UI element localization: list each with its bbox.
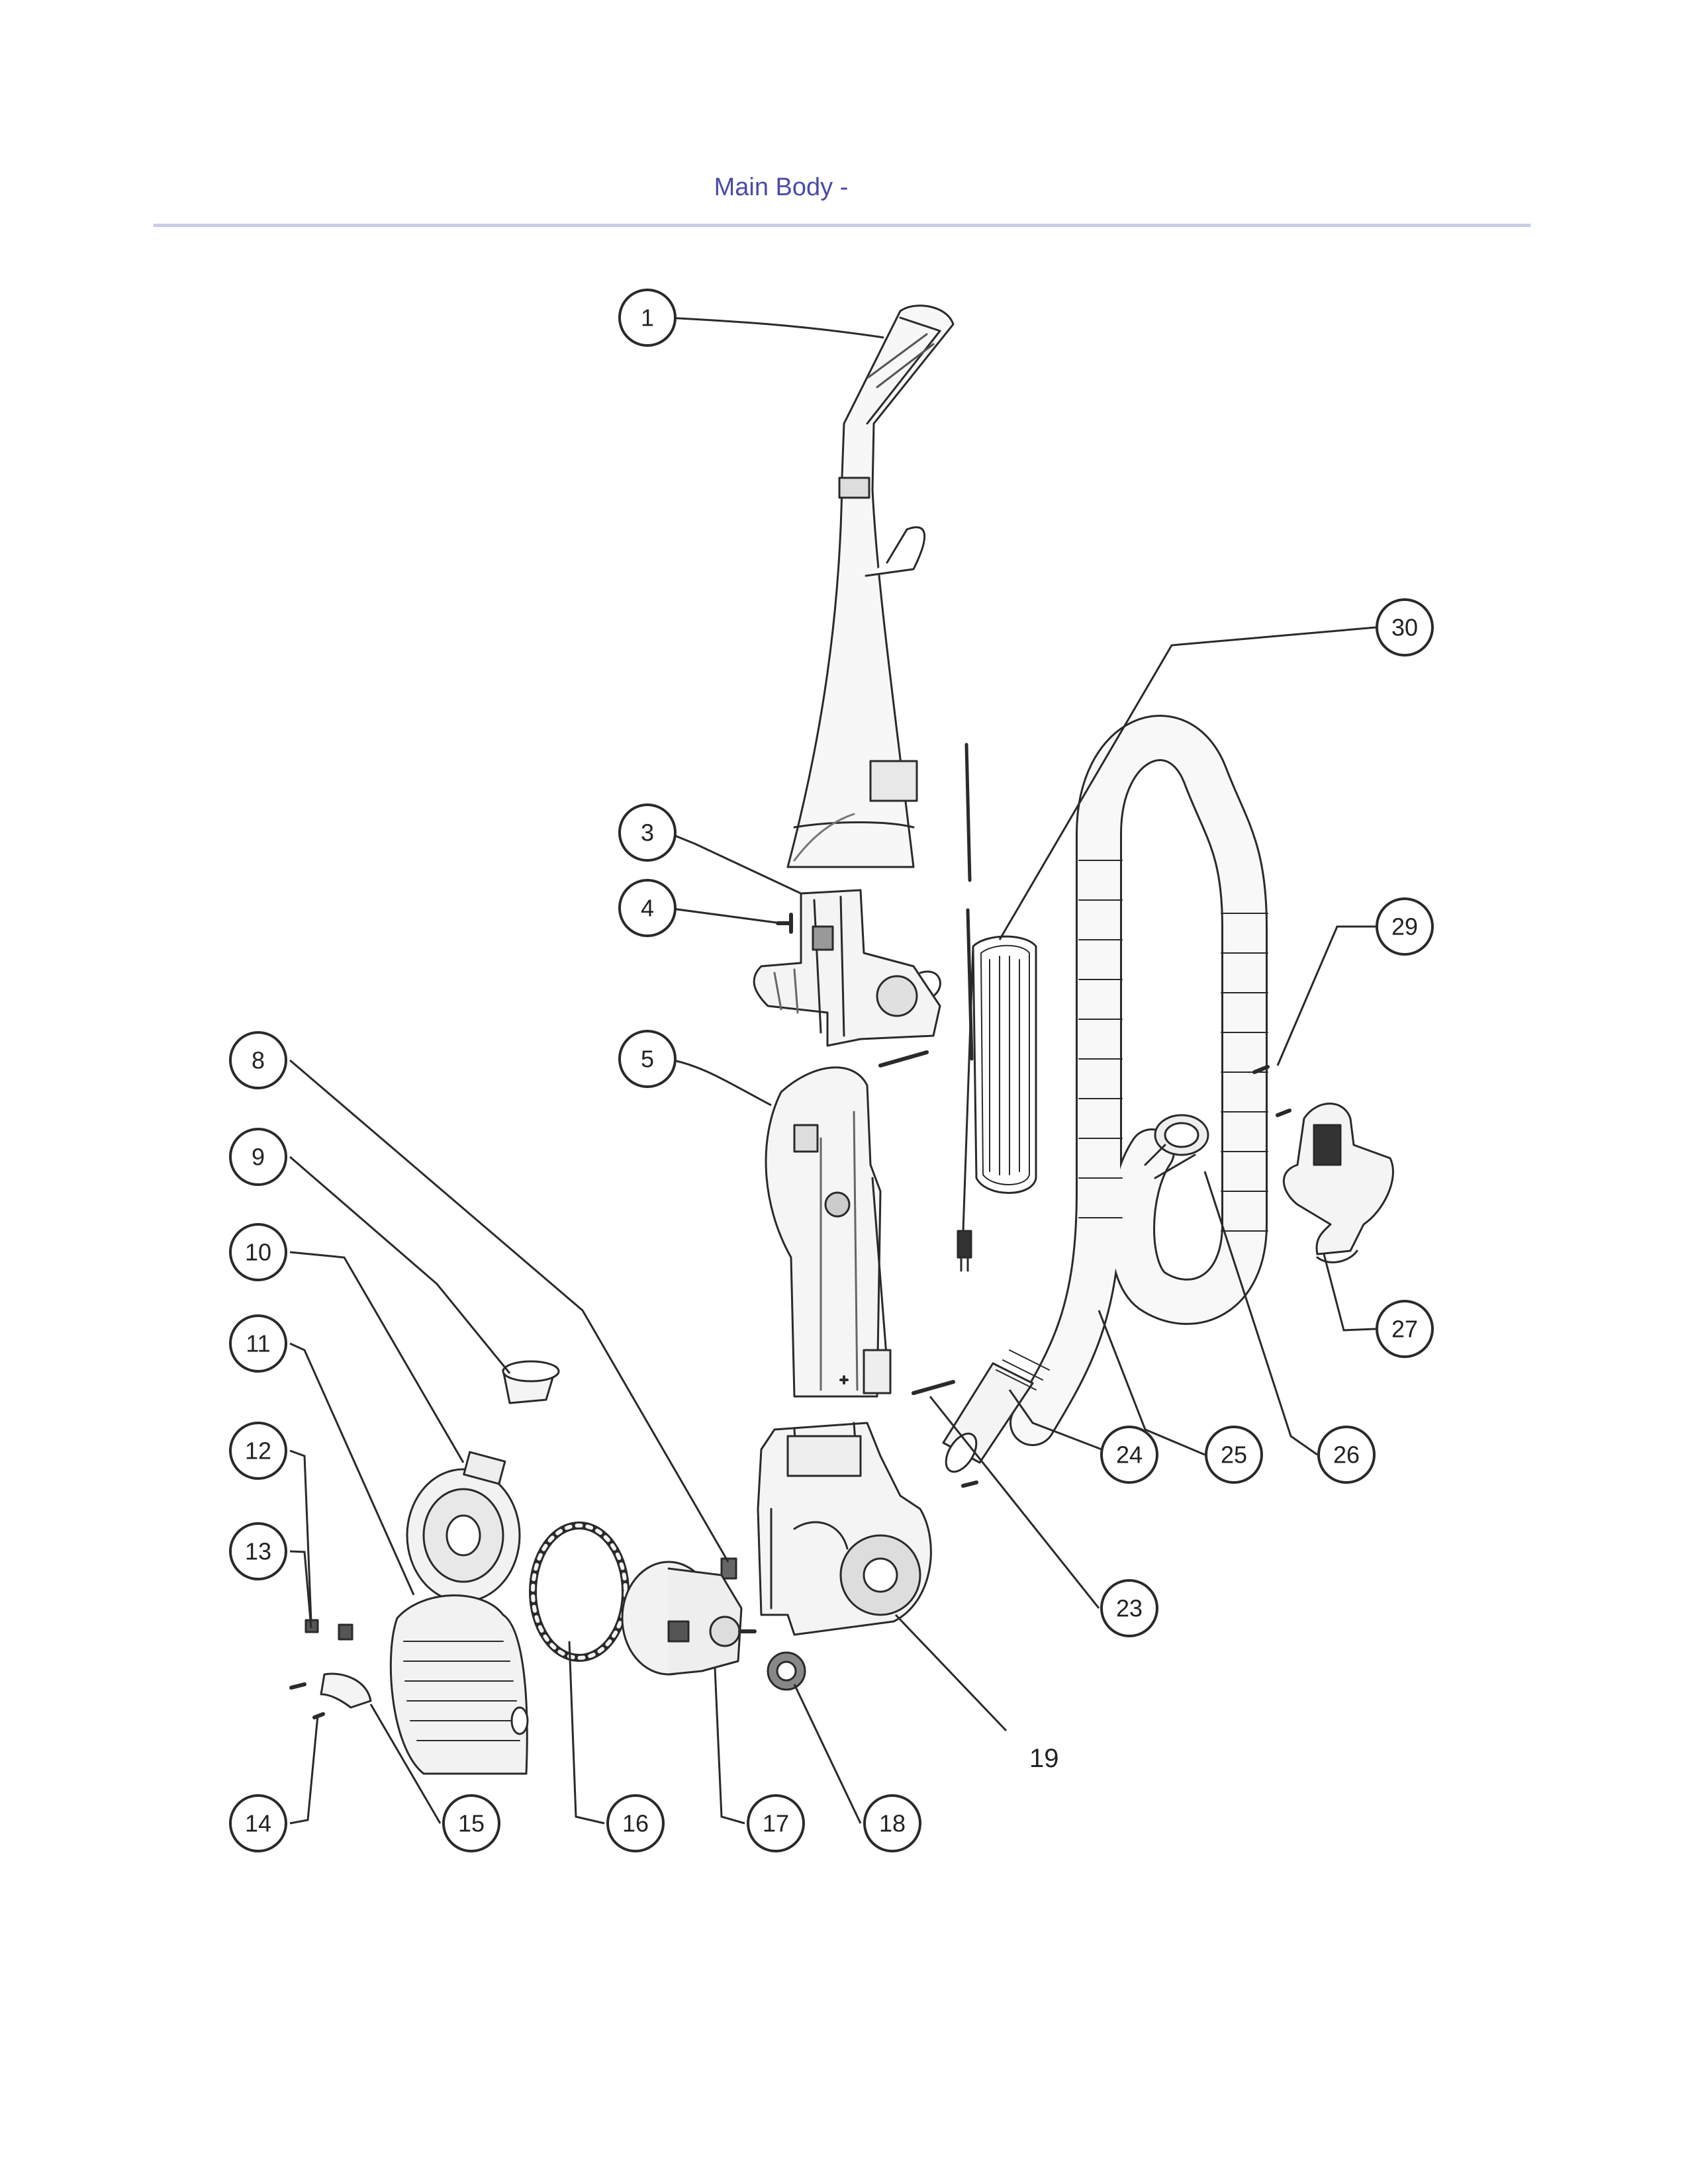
callout-circle [618,879,677,937]
callout-30: 30 [1376,598,1434,657]
callout-circle [747,1794,805,1852]
callout-number: 30 [1391,614,1418,641]
callout-circle [606,1794,665,1852]
callout-circle [229,1223,287,1281]
callout-number: 4 [641,895,654,922]
callout-circle [1317,1426,1376,1484]
callout-27: 27 [1376,1300,1434,1358]
callout-3: 3 [618,803,677,862]
callout-24: 24 [1100,1426,1158,1484]
callout-circle [229,1522,287,1580]
callout-23: 23 [1100,1579,1158,1637]
release-clips [305,1619,353,1641]
callout-number: 9 [252,1144,265,1171]
callout-number: 8 [252,1047,265,1074]
callout-circle [1376,598,1434,657]
callout-circle [229,1314,287,1373]
callout-number: 23 [1116,1595,1143,1622]
callout-number: 1 [641,304,654,332]
handle-bracket [753,889,941,1047]
callout-25: 25 [1205,1426,1263,1484]
flexible-hose [1009,715,1268,1446]
callout-circle [229,1422,287,1480]
callout-number: 11 [246,1330,270,1357]
dust-cup-fasteners [289,1672,372,1719]
callout-10: 10 [229,1223,287,1281]
callout-circle [229,1128,287,1186]
callout-number: 18 [879,1810,906,1837]
callout-circle [442,1794,500,1852]
callout-1: 1 [618,289,677,347]
callout-circle [863,1794,921,1852]
hose-hanger-clip [1282,1103,1394,1263]
filter-cap [502,1360,560,1404]
callout-number: 13 [245,1538,271,1565]
callout-13: 13 [229,1522,287,1580]
callout-number: 29 [1391,913,1418,940]
body-housing [765,1066,892,1398]
header-divider [154,224,1530,227]
callout-4: 4 [618,879,677,937]
hose-wand-end [942,1349,1050,1473]
callout-14: 14 [229,1794,287,1852]
power-cord [957,935,1037,1272]
handle-upper-body [786,304,955,868]
callout-circle [229,1794,287,1852]
callout-number: 24 [1116,1441,1143,1469]
callout-16: 16 [606,1794,665,1852]
leader-lines [289,316,1376,1825]
callout-17: 17 [747,1794,805,1852]
screw-29 [1252,1065,1291,1117]
filter-ring [529,1522,630,1662]
hose-cuff [1144,1114,1209,1179]
page-title: Main Body - [714,173,849,201]
motor [621,1561,757,1676]
callout-number: 26 [1333,1441,1360,1469]
callout-number: 25 [1221,1441,1247,1469]
callout-26: 26 [1317,1426,1376,1484]
callout-number: 12 [245,1437,271,1465]
bearing [767,1651,806,1691]
callout-circle [1376,1300,1434,1358]
callout-12: 12 [229,1422,287,1480]
callout-29: 29 [1376,897,1434,956]
dust-cup [389,1594,529,1775]
callout-circle [1205,1426,1263,1484]
callout-number: 17 [763,1810,789,1837]
callout-8: 8 [229,1031,287,1089]
callout-number: 14 [245,1810,271,1837]
callout-circle [618,1030,677,1088]
callout-15: 15 [442,1794,500,1852]
callout-circle [618,289,677,347]
callout-9: 9 [229,1128,287,1186]
callout-circle [1100,1579,1158,1637]
callout-number: 15 [458,1810,485,1837]
callout-circle [1100,1426,1158,1484]
callout-5: 5 [618,1030,677,1088]
extension-rods [964,743,974,1061]
callout-label-19: 19 [1029,1744,1059,1773]
latch-8 [720,1557,737,1580]
callout-18: 18 [863,1794,921,1852]
callout-number: 3 [641,819,654,846]
motor-housing [757,1422,932,1636]
callout-11: 11 [229,1314,287,1373]
callout-circle [618,803,677,862]
callout-number: 16 [622,1810,649,1837]
callout-circle [1376,897,1434,956]
callout-circle [229,1031,287,1089]
callout-number: 10 [245,1239,271,1266]
pre-motor-filter [406,1451,521,1603]
callout-number: 27 [1391,1316,1418,1343]
callout-number: 5 [641,1046,654,1073]
body-screws [878,1050,978,1488]
